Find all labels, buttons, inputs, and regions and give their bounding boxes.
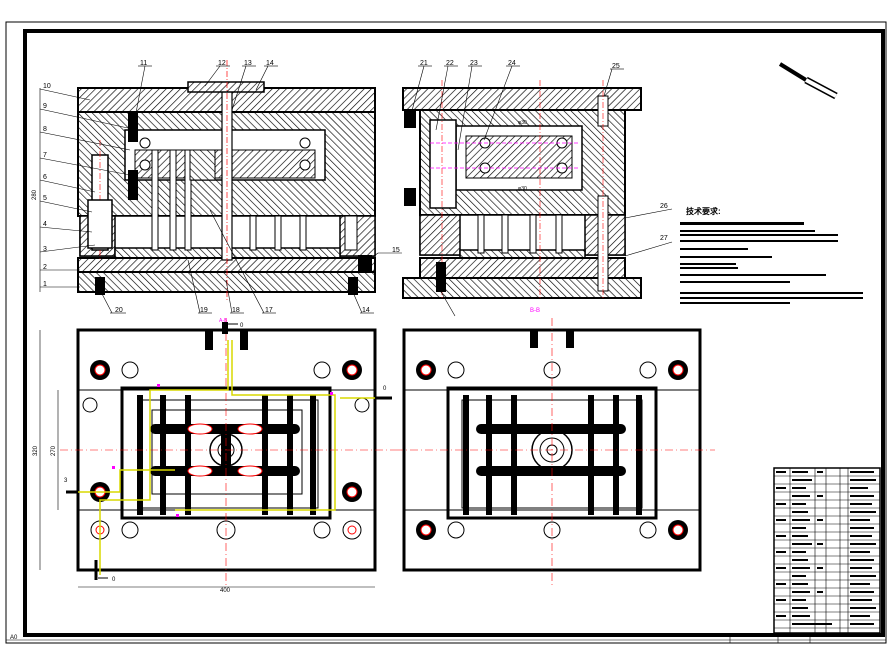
top-left-section-view: 280 [32,60,376,300]
top-right-section-view: φ30 φ30 B-B [402,80,642,314]
callout-9: 9 [43,103,47,110]
top-left-callouts: 1 2 3 4 5 6 7 8 9 10 11 12 13 14 15 14 1… [43,60,400,314]
inner-dim-1: φ30 [518,120,527,126]
dim-height-top: 280 [32,189,38,200]
callout-5: 5 [43,195,47,202]
callout-7: 7 [43,152,47,159]
callout-6: 6 [43,174,47,181]
corner-mark: A0 [10,635,18,641]
bottom-strip [729,635,811,643]
water-label-right: 0 [383,386,387,392]
water-label-top: 0 [240,323,244,329]
bottom-right-plan-view [395,318,715,585]
callout-10: 10 [43,83,51,90]
callout-1: 1 [43,281,47,288]
bottom-left-plan-view: 0 A-B 0 3 0 400 320 270 [33,318,395,594]
title-block [773,467,881,634]
top-right-callouts: 21 22 23 24 25 26 27 [420,60,668,242]
callout-24: 24 [508,60,516,67]
callout-14b: 14 [362,307,370,314]
callout-15: 15 [392,247,400,254]
callout-17: 17 [265,307,273,314]
dim-height-inner: 270 [51,445,57,456]
top-right-leaders [409,65,673,317]
notes-title: 技术要求: [686,206,721,216]
callout-25: 25 [612,63,620,70]
callout-20: 20 [115,307,123,314]
title-block-text-bars [776,471,876,625]
callout-23: 23 [470,60,478,67]
callout-11: 11 [140,60,147,67]
callout-26: 26 [660,203,668,210]
callout-3: 3 [43,246,47,253]
dim-height-outer: 320 [33,445,39,456]
callout-22: 22 [446,60,454,67]
callout-12: 12 [218,60,226,67]
callout-8: 8 [43,126,47,133]
callout-2: 2 [43,264,47,271]
inner-dim-2: φ30 [518,186,527,192]
inner-border [23,29,885,637]
viewpoint-icon [778,62,838,100]
callout-14: 14 [266,60,274,67]
callout-27: 27 [660,235,668,242]
section-label: B-B [530,308,540,314]
callout-13: 13 [244,60,252,67]
callout-21: 21 [420,60,428,67]
water-label-left: 3 [64,478,68,484]
technical-notes: 技术要求: [680,206,863,304]
section-mark-top: A-B [219,318,228,324]
water-label-bottom: 0 [112,577,116,583]
top-left-leaders [39,65,402,314]
outer-border [5,21,887,644]
callout-19: 19 [200,307,208,314]
callout-18: 18 [232,307,240,314]
callout-4: 4 [43,221,47,228]
dim-width: 400 [220,588,231,594]
